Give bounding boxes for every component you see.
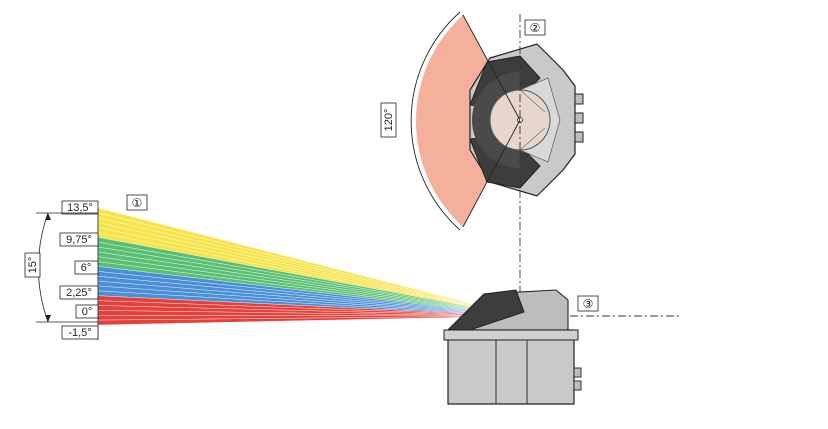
svg-text:13,5°: 13,5° — [67, 202, 93, 214]
angle-label-2-25: 2,25° — [59, 285, 99, 300]
callout-2: ② — [524, 19, 546, 36]
svg-text:0°: 0° — [82, 306, 93, 318]
top-view-lens-ring — [472, 72, 520, 168]
callout-3: ③ — [577, 295, 599, 312]
side-view-window — [446, 289, 525, 331]
svg-text:-1,5°: -1,5° — [68, 327, 91, 339]
side-view-base — [447, 329, 575, 405]
angle-label-9-75: 9,75° — [59, 232, 99, 247]
angle-scale: 13,5° 9,75° 6° 2,25° 0° -1,5° 1 — [24, 200, 99, 340]
svg-text:③: ③ — [583, 297, 594, 311]
svg-text:②: ② — [530, 21, 541, 35]
top-connector-2 — [574, 112, 584, 124]
horizontal-fan-120 — [415, 15, 520, 227]
callout-1: ① — [126, 194, 148, 211]
side-view-flange — [443, 329, 579, 341]
top-connector-3 — [574, 131, 584, 143]
svg-text:2,25°: 2,25° — [66, 287, 92, 299]
top-view: 120° — [380, 11, 584, 231]
side-connector-2 — [573, 380, 582, 391]
fan-edge-bottom — [462, 119, 521, 228]
horizontal-span-label: 120° — [383, 109, 395, 132]
svg-text:6°: 6° — [81, 262, 92, 274]
svg-text:9,75°: 9,75° — [66, 234, 92, 246]
angle-label-6: 6° — [74, 260, 99, 275]
fan-edge-top — [462, 14, 521, 121]
vertical-scan-layers — [97, 207, 521, 326]
side-connector-1 — [573, 367, 582, 378]
angle-label-minus-1-5: -1,5° — [61, 325, 99, 340]
svg-text:①: ① — [132, 196, 143, 210]
vertical-span-label: 15° — [27, 257, 39, 274]
top-connector-1 — [574, 93, 584, 105]
vertical-span-label-box: 15° — [24, 252, 41, 278]
angle-label-13-5: 13,5° — [61, 200, 99, 215]
horizontal-dimension-arc — [410, 11, 461, 231]
angle-label-0: 0° — [75, 304, 99, 319]
side-view — [443, 289, 582, 405]
horizontal-span-label-box: 120° — [380, 102, 397, 138]
